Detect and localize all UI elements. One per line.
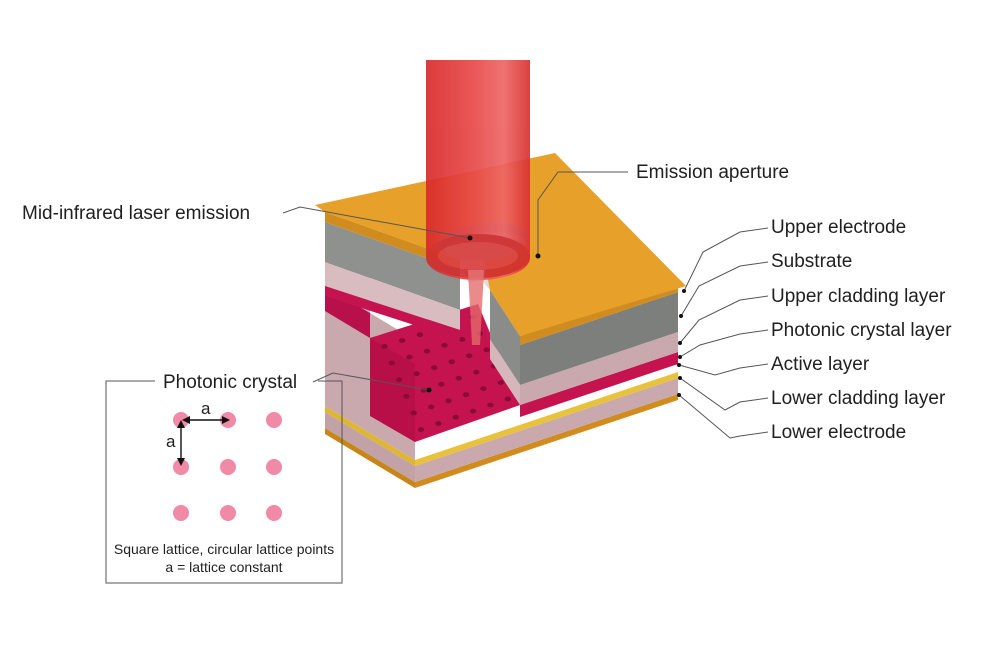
window-lattice-point: [452, 414, 459, 420]
label-laser-emission: Mid-infrared laser emission: [22, 203, 251, 224]
label-active-layer: Active layer: [771, 354, 870, 375]
lattice-point: [220, 459, 236, 475]
left-block-front-pc: [325, 286, 460, 340]
right-block-front-substrate: [490, 290, 520, 385]
label-substrate: Substrate: [771, 251, 853, 272]
lattice-point: [220, 505, 236, 521]
label-photonic-crystal-layer: Photonic crystal layer: [771, 320, 952, 341]
lattice-point: [266, 412, 282, 428]
a-label-vertical: a: [166, 432, 176, 451]
leader-upper-cladding: [679, 295, 769, 344]
window-lattice-point: [388, 360, 395, 366]
window-lattice-point: [469, 408, 477, 414]
a-arrow-head-up: [177, 420, 185, 428]
substrate-right: [520, 292, 678, 385]
a-label-horizontal: a: [201, 399, 211, 418]
window-lattice-point: [458, 337, 466, 342]
window-lattice-point: [410, 410, 417, 416]
inset-lattice-points: [173, 412, 282, 521]
inset-box: [105, 380, 343, 584]
inset-frame: [105, 380, 343, 584]
left-block-front-substrate: [325, 222, 460, 310]
label-lower-electrode: Lower electrode: [771, 422, 907, 443]
window-lattice-point: [398, 338, 406, 343]
leader-photonic-crystal: [312, 372, 430, 391]
window-lattice-point: [445, 398, 452, 404]
lower-electrode-right: [415, 394, 678, 488]
window-lattice-point: [438, 381, 445, 387]
window-lattice-point: [462, 392, 470, 398]
laser-beam-stem: [468, 270, 484, 345]
window-lattice-point: [504, 396, 511, 402]
lattice-point: [173, 459, 189, 475]
layer-stack-right: [415, 284, 678, 488]
a-arrow-head-down: [177, 458, 185, 466]
a-arrow-head-left: [182, 416, 190, 424]
a-arrow-head-right: [222, 416, 230, 424]
window-lattice-point: [435, 421, 442, 426]
leader-upper-electrode: [683, 227, 769, 292]
inset-caption: Square lattice, circular lattice points …: [106, 540, 342, 576]
right-block-front-cladding: [490, 339, 520, 405]
laser-beam-body: [426, 60, 530, 280]
window-lattice-point: [381, 344, 388, 349]
window-lattice-point: [406, 354, 413, 360]
window-lattice-point: [413, 371, 420, 377]
window-lattice-point: [448, 359, 455, 365]
leader-dots: [426, 235, 686, 397]
inset-caption-line1: Square lattice, circular lattice points: [113, 541, 335, 557]
laser-beam-base-inner: [438, 242, 518, 270]
leader-lines: [282, 171, 769, 439]
window-lattice-point: [417, 427, 425, 432]
cladding-step-left: [370, 338, 415, 442]
active-layer-right: [415, 372, 678, 466]
leader-lower-electrode: [678, 394, 769, 439]
active-layer-left: [325, 406, 415, 466]
leader-substrate: [680, 261, 769, 317]
lattice-point: [266, 459, 282, 475]
lattice-point: [266, 505, 282, 521]
window-lattice-point: [431, 365, 438, 371]
window-lattice-points: [381, 314, 511, 432]
label-lower-cladding: Lower cladding layer: [771, 388, 946, 409]
window-lattice-point: [483, 347, 490, 353]
window-lattice-point: [441, 342, 448, 348]
leader-emission-aperture: [537, 171, 628, 256]
label-emission-aperture: Emission aperture: [636, 162, 790, 183]
window-lattice-point: [416, 332, 423, 338]
leader-lower-cladding: [679, 377, 769, 411]
window-lattice-point: [480, 386, 487, 391]
leader-photonic-layer: [679, 329, 769, 358]
window-lattice-point: [395, 377, 403, 383]
leader-active-layer: [678, 363, 769, 376]
upper-block-right: [490, 290, 520, 405]
inset-caption-line2: a = lattice constant: [165, 559, 283, 576]
leader-laser-emission: [282, 206, 471, 239]
label-upper-electrode: Upper electrode: [771, 217, 907, 238]
top-electrode-surface: [315, 153, 686, 336]
window-lattice-point: [497, 380, 504, 385]
lower-electrode-left: [325, 428, 415, 488]
window-lattice-point: [466, 353, 473, 359]
inset-title: Photonic crystal: [163, 372, 298, 393]
window-lattice-point: [403, 393, 410, 399]
lattice-point: [173, 505, 189, 521]
window-lattice-point: [423, 348, 431, 354]
lower-cladding-left: [325, 412, 415, 482]
lower-cladding-right: [415, 378, 678, 482]
upper-cladding-right: [520, 332, 678, 405]
window-lattice-point: [455, 375, 462, 381]
label-upper-cladding: Upper cladding layer: [771, 286, 946, 307]
window-lattice-point: [427, 404, 435, 410]
left-block-front-cladding: [325, 262, 460, 330]
laser-beam: [426, 60, 530, 345]
photonic-layer-right: [520, 352, 678, 417]
window-lattice-point: [487, 402, 494, 408]
window-lattice-point: [473, 369, 480, 375]
